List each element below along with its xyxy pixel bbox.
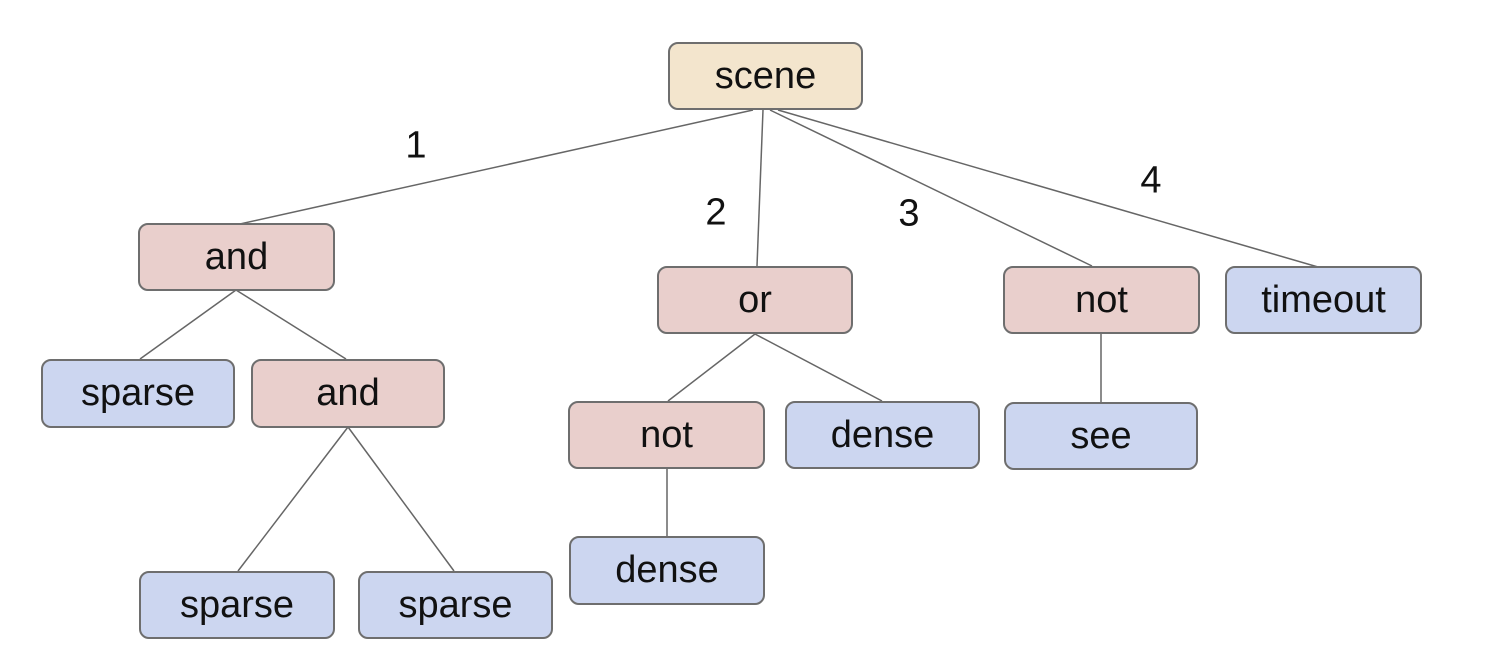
- edge-and-and: [235, 289, 347, 360]
- edge-label-3: 3: [898, 192, 920, 235]
- edge-scene-not: [769, 109, 1093, 267]
- node-see: see: [1004, 402, 1198, 470]
- edge-or-not: [667, 333, 756, 402]
- node-and-2: and: [251, 359, 445, 428]
- node-and-1: and: [138, 223, 335, 291]
- node-not-2-label: not: [640, 413, 693, 456]
- node-sparse-2-label: sparse: [179, 583, 295, 626]
- edge-or-dense: [754, 333, 883, 402]
- node-sparse-3: sparse: [358, 571, 553, 639]
- node-sparse-1-label: sparse: [80, 372, 196, 414]
- node-not-1: not: [1003, 266, 1200, 334]
- edge-scene-and: [239, 109, 754, 225]
- edge-scene-timeout: [777, 109, 1319, 268]
- edge-and2-sparse2: [347, 426, 455, 572]
- edge-and-sparse: [139, 289, 237, 360]
- node-and-1-label: and: [204, 235, 269, 278]
- node-dense-2-label: dense: [615, 549, 719, 591]
- node-timeout: timeout: [1225, 266, 1422, 334]
- node-sparse-3-label: sparse: [398, 583, 513, 626]
- node-not-2: not: [568, 401, 765, 469]
- node-scene-label: scene: [714, 54, 817, 97]
- node-dense-1-label: dense: [830, 413, 935, 456]
- node-and-2-label: and: [316, 372, 380, 414]
- node-dense-1: dense: [785, 401, 980, 469]
- edge-label-4: 4: [1140, 159, 1162, 202]
- node-or-1-label: or: [738, 278, 772, 321]
- node-not-1-label: not: [1075, 278, 1128, 321]
- node-sparse-2: sparse: [139, 571, 335, 639]
- node-see-label: see: [1070, 414, 1132, 457]
- node-sparse-1: sparse: [41, 359, 235, 428]
- node-scene: scene: [668, 42, 863, 110]
- node-timeout-label: timeout: [1261, 278, 1386, 321]
- edge-and2-sparse: [237, 426, 349, 572]
- edge-label-2: 2: [705, 191, 727, 234]
- edge-scene-or: [756, 109, 764, 267]
- edge-label-1: 1: [405, 124, 427, 167]
- node-dense-2: dense: [569, 536, 765, 605]
- node-or-1: or: [657, 266, 853, 334]
